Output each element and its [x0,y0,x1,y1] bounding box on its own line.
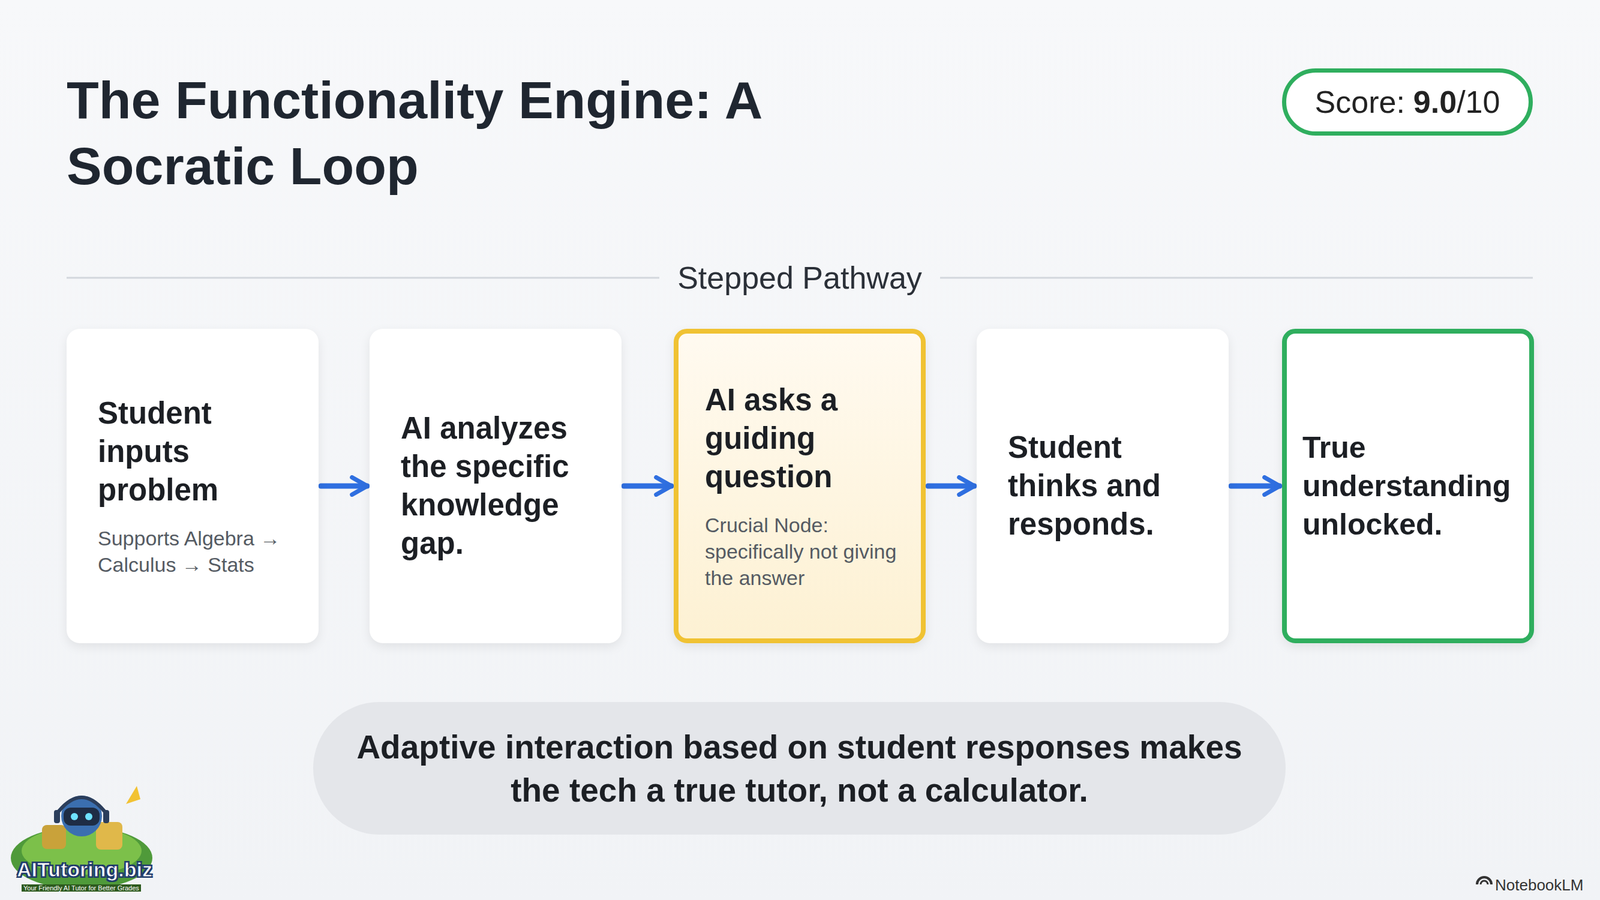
flow-arrow [928,483,975,489]
process-box: Student inputs problemSupports Algebra →… [66,328,319,644]
node-heading: Student inputs problem [97,394,303,510]
logo-illustration [10,785,153,890]
notebooklm-icon [1477,877,1492,885]
divider-line [940,277,1533,279]
divider-line [66,277,660,279]
logo-wordmark: AITutoring.biz [16,857,153,882]
node-detail: /10 [1456,83,1500,120]
flow-arrow [320,483,368,489]
node-heading: AI asks a guiding question [704,380,906,497]
highlight-box: AI asks a guiding questionCrucial Node: … [673,328,926,644]
node-detail: Supports Algebra → Calculus → Stats [97,524,303,578]
node-heading: Score: [1315,83,1406,120]
node-detail: 9.0 [1413,83,1457,120]
node-heading: Student thinks and responds. [1007,428,1214,544]
node-detail: Crucial Node: specifically not giving th… [704,511,906,591]
logo-tagline: Your Friendly AI Tutor for Better Grades [21,884,141,892]
summary-pill: Adaptive interaction based on student re… [313,701,1286,835]
flow-arrow [623,483,672,489]
process-box: AI analyzes the specific knowledge gap. [369,328,622,644]
diagram-title: The Functionality Engine: A Socratic Loo… [66,67,967,200]
process-box: Student thinks and responds. [976,328,1229,644]
section-label: Stepped Pathway [677,259,923,296]
node-heading: AI analyzes the specific knowledge gap. [400,409,606,563]
watermark: NotebookLM [1495,875,1584,895]
flow-arrow [1231,483,1280,489]
node-heading: True understanding unlocked. [1302,428,1514,544]
result-box: True understanding unlocked. [1282,328,1535,644]
score-badge: Score:9.0/10 [1282,68,1533,136]
node-heading: Adaptive interaction based on student re… [349,725,1250,812]
